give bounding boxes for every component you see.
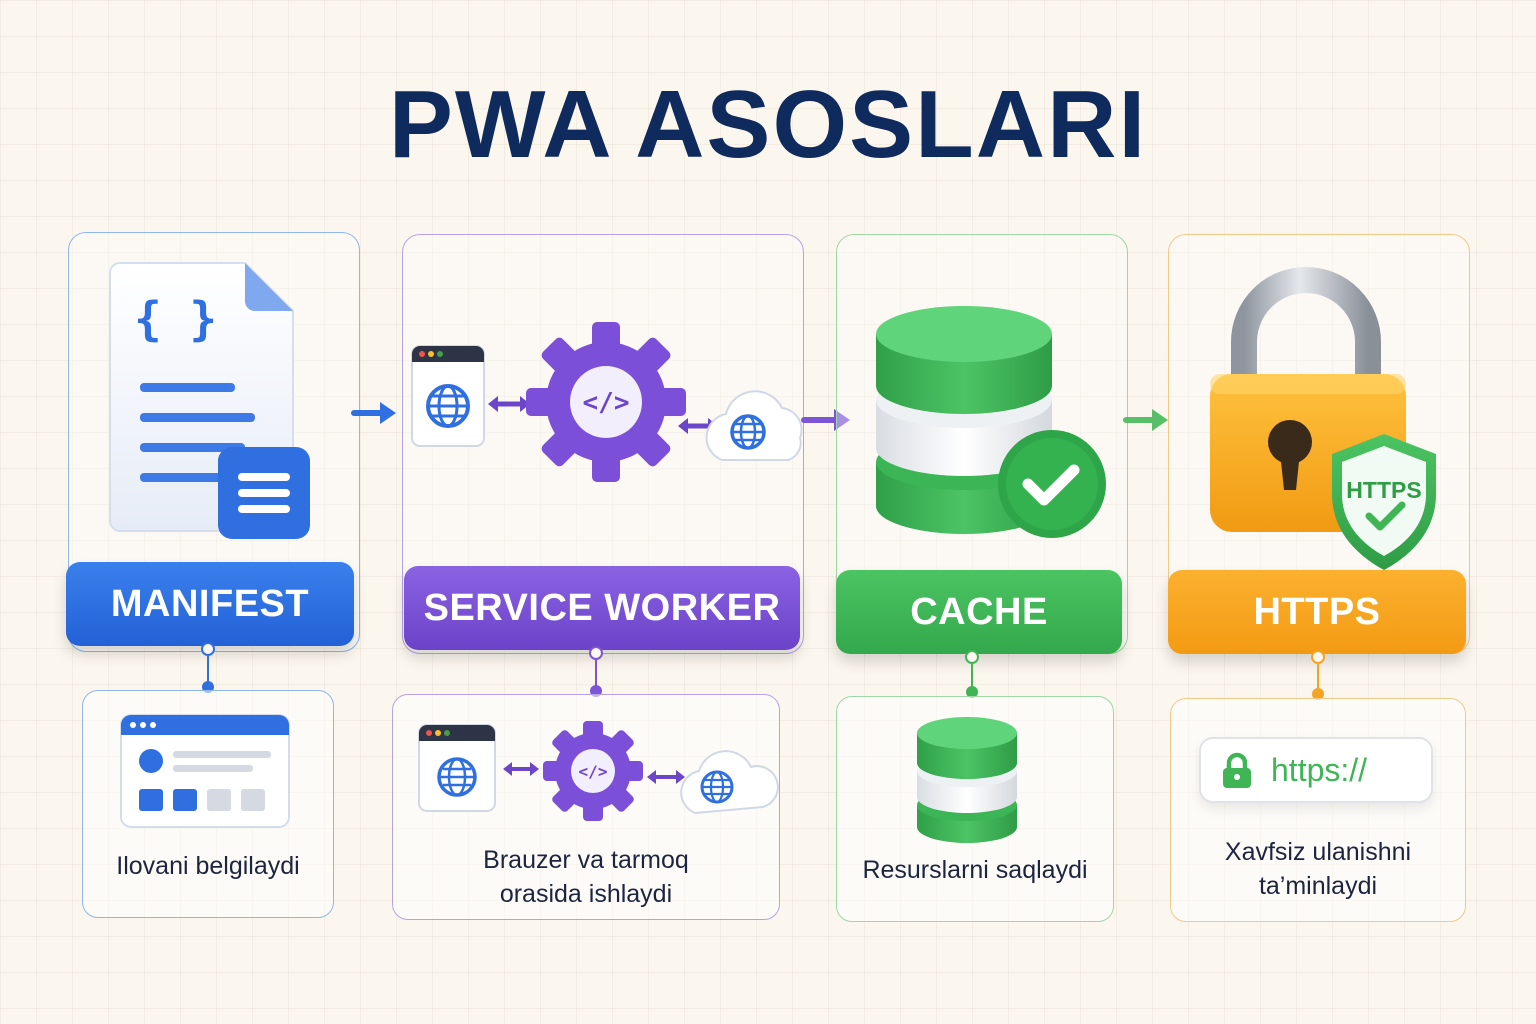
service-worker-connector-dot-top <box>589 646 603 660</box>
manifest-connector-dot-top <box>201 642 215 656</box>
database-check-icon <box>876 306 1106 538</box>
https-description-card: https:// Xavfsiz ulanishni ta’minlaydi <box>1170 698 1466 922</box>
service-worker-description-line-1: Brauzer va tarmoq <box>483 846 689 874</box>
https-address-text: https:// <box>1271 752 1368 788</box>
service-worker-description-card: </> Brauzer va tarmoq orasida ishlaydi <box>392 694 780 920</box>
browser-window-icon <box>411 345 485 447</box>
database-icon <box>917 717 1017 843</box>
cache-connector <box>971 654 973 696</box>
cache-connector-dot-mid <box>966 686 978 698</box>
https-connector <box>1317 654 1319 696</box>
gear-code-icon: </> <box>411 322 803 482</box>
padlock-icon: HTTPS <box>1210 267 1436 570</box>
cache-label: CACHE <box>836 570 1122 654</box>
https-description-line-1: Xavfsiz ulanishni <box>1224 838 1412 866</box>
code-glyph-small: </> <box>579 762 608 781</box>
page-title: PWA ASOSLARI <box>388 71 1148 178</box>
app-window-icon <box>120 714 290 828</box>
service-worker-connector <box>595 650 597 696</box>
arrow-right-icon <box>801 409 850 431</box>
lock-icon <box>1223 752 1251 788</box>
https-description-line-2: ta’minlaydi <box>1258 872 1378 900</box>
manifest-connector <box>207 646 209 692</box>
https-label: HTTPS <box>1168 570 1466 654</box>
manifest-document-icon: { } <box>109 262 310 539</box>
cache-connector-dot-top <box>965 650 979 664</box>
cache-description-card: Resurslarni saqlaydi <box>836 696 1114 922</box>
https-shield-text: HTTPS <box>1346 477 1421 503</box>
manifest-description-card: Ilovani belgilaydi <box>82 690 334 918</box>
code-glyph: </> <box>583 388 630 418</box>
arrow-right-icon <box>1123 409 1168 431</box>
cache-description-line-1: Resurslarni saqlaydi <box>862 856 1088 884</box>
browser-gear-cloud-icon: </> <box>418 721 779 821</box>
cloud-icon <box>705 390 803 461</box>
arrow-right-icon <box>351 402 396 424</box>
manifest-description-line-1: Ilovani belgilaydi <box>116 852 300 880</box>
https-address-bar-icon: https:// <box>1199 737 1433 803</box>
service-worker-label: SERVICE WORKER <box>404 566 800 650</box>
braces-glyph: { } <box>134 292 217 346</box>
manifest-label: MANIFEST <box>66 562 354 646</box>
https-connector-dot-top <box>1311 650 1325 664</box>
service-worker-description-line-2: orasida ishlaydi <box>499 880 673 908</box>
https-connector-dot-mid <box>1312 688 1324 700</box>
